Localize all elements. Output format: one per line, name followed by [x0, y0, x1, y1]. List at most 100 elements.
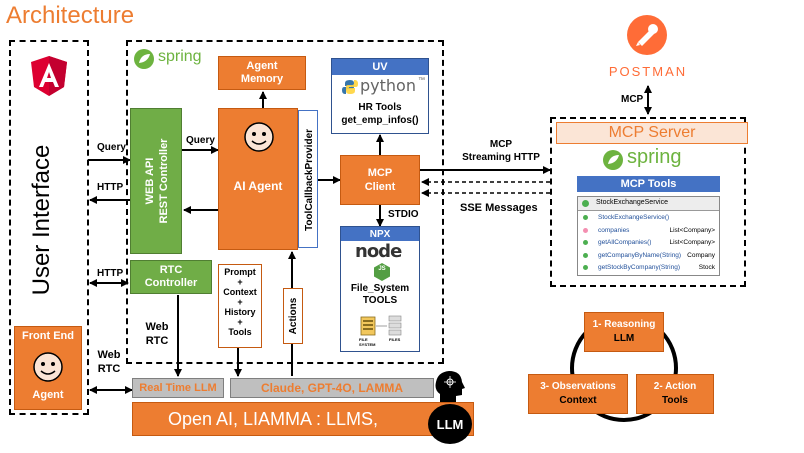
- prompt-stack-item: History: [224, 307, 256, 317]
- npx-title: NPX: [341, 227, 419, 241]
- reasoning-step[interactable]: 1- Reasoning LLM: [584, 312, 664, 352]
- observation-line1: 3- Observations: [540, 381, 616, 392]
- prompt-stack-item: +: [237, 297, 243, 307]
- nodejs-hex-icon: JS: [374, 263, 390, 281]
- prompt-stack-item: Tools: [228, 327, 252, 337]
- llm-badge: LLM: [428, 404, 472, 444]
- smiley-face-icon: [243, 121, 275, 153]
- spring-leaf-icon: [603, 150, 623, 170]
- member-name: getAllCompanies(): [598, 239, 652, 246]
- files-caption: FILES: [389, 337, 401, 342]
- hr-tools: HR Tools get_emp_infos(): [332, 101, 428, 127]
- rtc-controller[interactable]: RTC Controller: [130, 260, 212, 294]
- user-interface-frame: [9, 40, 89, 415]
- prompt-stack-item: Context: [223, 287, 257, 297]
- action-line1: 2- Action: [653, 381, 697, 392]
- member-type: List<Company>: [669, 239, 715, 246]
- fs-line1: File_System: [350, 283, 410, 294]
- ai-head-icon: [432, 368, 466, 402]
- member-name: StockExchangeService(): [598, 214, 670, 221]
- agent-memory-line1: Agent: [246, 60, 278, 72]
- member-type: Company: [687, 251, 715, 259]
- prompt-context-box: Prompt+Context+History+Tools: [218, 264, 262, 348]
- hr-tools-line1: HR Tools: [358, 102, 402, 113]
- mcp-server-frame: [550, 117, 746, 287]
- class-member-row: companies List<Company>: [578, 225, 719, 238]
- open-ai-llms-label: Open AI, LIAMMA : LLMS,: [167, 408, 379, 429]
- prompt-stack-item: Prompt: [224, 267, 256, 277]
- smiley-face-icon: [32, 351, 64, 383]
- observation-step[interactable]: 3- Observations Context: [528, 374, 628, 414]
- front-end-agent-label: Agent: [32, 389, 64, 401]
- spring-logo: spring: [133, 48, 223, 70]
- nodejs-badge-text: JS: [378, 266, 386, 272]
- mcp-client[interactable]: MCP Client: [340, 155, 420, 205]
- member-type: List<Company>: [669, 226, 715, 234]
- reasoning-line1: 1- Reasoning: [592, 319, 656, 330]
- python-logo-icon: [342, 79, 358, 95]
- web-rtc-line2: RTC: [145, 335, 169, 347]
- member-visibility-icon: [583, 265, 588, 270]
- python-logo-text: python: [360, 76, 416, 95]
- front-end-agent[interactable]: Front End Agent: [14, 326, 82, 410]
- action-step[interactable]: 2- Action Tools: [636, 374, 714, 414]
- agent-memory[interactable]: Agent Memory: [218, 56, 306, 90]
- uv-title: UV: [332, 59, 428, 75]
- observation-line2: Context: [559, 395, 597, 406]
- web-rtc-left-label: Web RTC: [92, 348, 126, 376]
- mcp-client-line2: Client: [364, 181, 396, 193]
- web-api-rest-controller[interactable]: WEB API REST Controller: [130, 108, 182, 254]
- mcp-client-line1: MCP: [367, 167, 393, 179]
- mcp-server-title: MCP Server: [556, 122, 748, 144]
- member-name: companies: [598, 226, 630, 234]
- uv-box[interactable]: UV python ™ HR Tools get_emp_infos(): [331, 58, 429, 134]
- member-name: getStockByCompany(String): [598, 264, 681, 271]
- page-title: Architecture: [6, 2, 135, 29]
- http-label-ui: HTTP: [97, 182, 124, 193]
- member-visibility-icon: [583, 215, 588, 220]
- mcp-postman-label: MCP: [621, 94, 644, 105]
- claude-gpt-lamma[interactable]: Claude, GPT-4O, LAMMA: [230, 378, 434, 398]
- npx-box[interactable]: NPX node JS File_System TOOLS FILE SYSTE…: [340, 226, 420, 352]
- member-visibility-icon: [583, 240, 588, 245]
- stdio-label: STDIO: [388, 209, 419, 220]
- file-system-caption: FILE SYSTEM: [359, 337, 376, 347]
- postman-wordmark: POSTMAN: [608, 64, 688, 79]
- class-name: StockExchangeService: [596, 199, 668, 206]
- fs-line2: TOOLS: [362, 295, 398, 306]
- web-rtc-left-line1: Web: [97, 349, 121, 361]
- ai-agent-label: AI Agent: [233, 179, 283, 193]
- sse-messages-label: SSE Messages: [460, 202, 538, 214]
- query-label-ui: Query: [97, 142, 126, 153]
- spring-app-frame: [126, 40, 444, 364]
- stock-exchange-class: StockExchangeService StockExchangeServic…: [577, 196, 720, 276]
- tool-callback-provider[interactable]: ToolCallbackProvider: [298, 110, 318, 248]
- mcp-server-spring-logo: spring: [602, 146, 702, 172]
- agent-memory-line2: Memory: [240, 73, 284, 85]
- reasoning-line2: LLM: [613, 333, 635, 344]
- open-ai-llms-bar[interactable]: Open AI, LIAMMA : LLMS,: [132, 402, 474, 436]
- mcp-streaming-line1: MCP: [489, 139, 513, 150]
- hr-tools-line2: get_emp_infos(): [341, 115, 419, 126]
- web-api-line2: REST Controller: [158, 138, 170, 224]
- web-api-line1: WEB API: [144, 157, 156, 205]
- spring-leaf-icon: [134, 49, 154, 69]
- member-type: Stock: [698, 264, 715, 271]
- node-logo-text: node: [355, 241, 402, 262]
- web-api-label: WEB API REST Controller: [141, 111, 173, 251]
- mcp-server-spring-text: spring: [627, 146, 682, 168]
- http-label-rtc: HTTP: [97, 268, 124, 279]
- web-rtc-left-line2: RTC: [97, 363, 121, 375]
- file-system-icon: FILE SYSTEM FILES: [357, 315, 407, 349]
- spring-brand-text: spring: [158, 48, 202, 65]
- member-visibility-icon: [583, 227, 588, 233]
- query-label-agent: Query: [186, 135, 215, 146]
- actions-box: Actions: [283, 288, 303, 344]
- ai-agent[interactable]: AI Agent: [218, 108, 298, 250]
- front-end-title: Front End: [22, 330, 74, 342]
- real-time-llm[interactable]: Real Time LLM: [132, 378, 224, 398]
- rtc-line1: RTC: [159, 264, 183, 276]
- mcp-streaming-line2: Streaming HTTP: [462, 152, 540, 163]
